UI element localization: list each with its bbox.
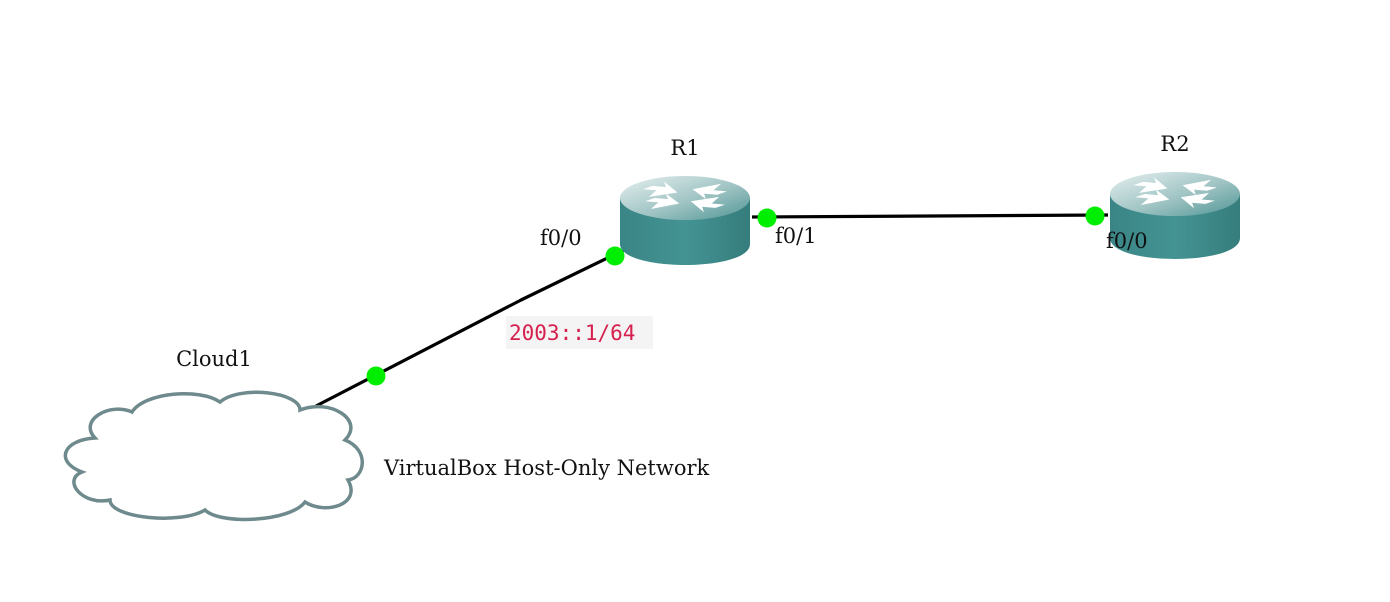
- port-label-r1-f00: f0/0: [540, 226, 582, 250]
- r2-label: R2: [1160, 132, 1189, 156]
- r1-node[interactable]: R1: [620, 136, 750, 265]
- cloud1-label: Cloud1: [176, 347, 252, 371]
- r2-node[interactable]: R2: [1110, 132, 1240, 259]
- router-icon: [1110, 172, 1240, 259]
- router-icon: [620, 176, 750, 265]
- cloud1-note: VirtualBox Host-Only Network: [383, 456, 710, 480]
- port-dot-r1-f01[interactable]: [757, 208, 777, 228]
- cloud-icon: [63, 390, 364, 522]
- ipv6-address-label: 2003::1/64: [509, 321, 635, 345]
- ipv6-annotation: 2003::1/64: [506, 316, 653, 349]
- port-label-r2-f00: f0/0: [1106, 229, 1148, 253]
- r1-label: R1: [670, 136, 699, 160]
- port-label-r1-f01: f0/1: [775, 224, 817, 248]
- link-r1-r2[interactable]: [751, 213, 1109, 219]
- port-dot-cloud1[interactable]: [366, 366, 386, 386]
- port-dot-r2-f00[interactable]: [1085, 206, 1105, 226]
- cloud1-node[interactable]: Cloud1 VirtualBox Host-Only Network: [63, 347, 710, 522]
- port-dot-r1-f00[interactable]: [605, 246, 625, 266]
